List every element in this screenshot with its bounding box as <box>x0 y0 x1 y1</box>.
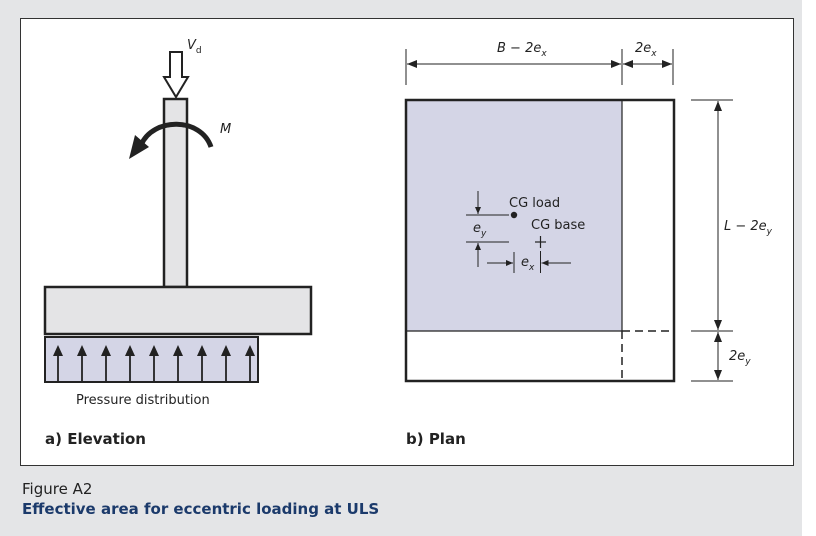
plan-footing-outline <box>404 98 676 383</box>
pressure-arrows <box>53 345 255 381</box>
ey-label: ey <box>473 221 487 239</box>
figure-title: Effective area for eccentric loading at … <box>22 500 380 518</box>
moment-arrow <box>138 121 214 149</box>
ex-label: ex <box>521 255 535 273</box>
cg-load-label: CG load <box>509 196 560 211</box>
pressure-block <box>44 336 259 383</box>
pressure-arrow-head <box>125 345 135 356</box>
plan-drawing: B − 2ex 2ex L − 2ey 2ey C <box>404 41 773 383</box>
dim-label-top-small: 2ex <box>635 41 657 59</box>
pressure-arrow-head <box>149 345 159 356</box>
footing <box>43 285 313 336</box>
pressure-arrow-head <box>53 345 63 356</box>
pressure-arrow-head <box>245 345 255 356</box>
pressure-arrow-head <box>221 345 231 356</box>
elevation-caption: a) Elevation <box>45 430 146 448</box>
moment-arrow-head <box>129 135 149 159</box>
load-label: Vd <box>187 38 202 56</box>
dim-label-right-main: L − 2ey <box>724 219 773 237</box>
dim-label-top-main: B − 2ex <box>497 41 547 59</box>
diagram-box: Vd M Pressure distribution <box>20 18 794 466</box>
diagram-svg: Vd M Pressure distribution <box>43 38 773 408</box>
cg-base-label: CG base <box>531 218 585 233</box>
pressure-arrow-head <box>197 345 207 356</box>
pressure-arrow-head <box>101 345 111 356</box>
cg-load-dot <box>510 211 518 219</box>
elevation-drawing: Vd M Pressure distribution <box>43 38 313 408</box>
pressure-label: Pressure distribution <box>76 393 210 408</box>
vertical-load-arrow <box>162 51 190 99</box>
figure-number: Figure A2 <box>22 480 93 498</box>
moment-label: M <box>220 122 231 137</box>
pressure-arrow-head <box>77 345 87 356</box>
plan-caption: b) Plan <box>406 430 466 448</box>
pressure-arrow-head <box>173 345 183 356</box>
dim-label-right-small: 2ey <box>729 349 751 367</box>
